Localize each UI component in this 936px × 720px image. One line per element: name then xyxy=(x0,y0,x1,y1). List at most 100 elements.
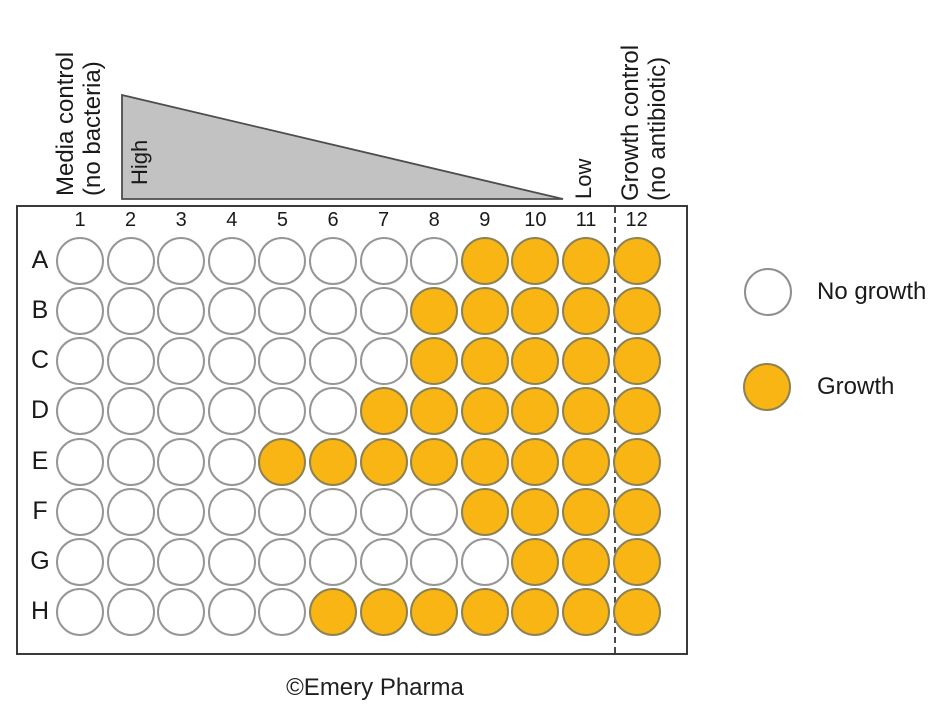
well-B4 xyxy=(207,287,256,336)
well-B10 xyxy=(511,287,560,336)
well-E5 xyxy=(258,437,307,486)
gradient-high-label: High xyxy=(127,139,152,185)
well-H7 xyxy=(359,588,408,637)
well-D6 xyxy=(309,387,357,436)
gradient-triangle-shape xyxy=(121,93,564,200)
well-C9 xyxy=(460,337,509,386)
well-E12 xyxy=(612,437,661,486)
well-H6 xyxy=(309,588,357,637)
well-E1 xyxy=(56,437,104,486)
well-D11 xyxy=(562,387,610,436)
column-label-5: 5 xyxy=(276,209,288,231)
media-control-line2: (no bacteria) xyxy=(78,61,106,196)
well-F10 xyxy=(511,487,560,536)
well-B1 xyxy=(56,287,104,336)
column-label-1: 1 xyxy=(74,209,86,231)
well-G12 xyxy=(612,537,661,586)
well-G7 xyxy=(359,537,408,586)
column-label-12: 12 xyxy=(625,209,648,231)
well-E7 xyxy=(359,437,408,486)
column-label-10: 10 xyxy=(524,209,547,231)
media-control-line1: Media control xyxy=(52,51,79,196)
well-A7 xyxy=(359,237,408,285)
well-G11 xyxy=(562,537,610,586)
well-G9 xyxy=(460,537,509,586)
well-G8 xyxy=(410,537,459,586)
well-H3 xyxy=(157,588,206,637)
well-F11 xyxy=(562,487,610,536)
column-label-2: 2 xyxy=(125,209,137,231)
well-B12 xyxy=(612,287,661,336)
well-G10 xyxy=(511,537,560,586)
concentration-gradient-triangle xyxy=(121,93,564,200)
well-G3 xyxy=(157,537,206,586)
column-label-9: 9 xyxy=(479,209,491,231)
well-B5 xyxy=(258,287,307,336)
well-H12 xyxy=(612,588,661,637)
well-H9 xyxy=(460,588,509,637)
well-A3 xyxy=(157,237,206,285)
row-label-F: F xyxy=(32,496,48,525)
well-B2 xyxy=(106,287,155,336)
well-C2 xyxy=(106,337,155,386)
well-F8 xyxy=(410,487,459,536)
well-C12 xyxy=(612,337,661,386)
no-growth-label: No growth xyxy=(817,278,927,305)
well-E6 xyxy=(309,437,357,486)
well-G2 xyxy=(106,537,155,586)
well-A8 xyxy=(410,237,459,285)
row-label-E: E xyxy=(31,446,49,475)
well-C6 xyxy=(309,337,357,386)
well-E10 xyxy=(511,437,560,486)
well-D10 xyxy=(511,387,560,436)
column-label-3: 3 xyxy=(175,209,187,231)
well-C8 xyxy=(410,337,459,386)
row-label-H: H xyxy=(30,597,50,626)
row-label-B: B xyxy=(31,296,49,325)
well-E4 xyxy=(207,437,256,486)
well-A9 xyxy=(460,237,509,285)
well-A6 xyxy=(309,237,357,285)
growth-control-line1: Growth control xyxy=(617,44,644,201)
copyright-caption: ©Emery Pharma xyxy=(286,674,464,701)
well-A12 xyxy=(612,237,661,285)
well-F6 xyxy=(309,487,357,536)
well-F3 xyxy=(157,487,206,536)
well-F7 xyxy=(359,487,408,536)
column-label-8: 8 xyxy=(428,209,440,231)
well-F2 xyxy=(106,487,155,536)
well-E8 xyxy=(410,437,459,486)
well-G5 xyxy=(258,537,307,586)
growth-control-line2: (no antibiotic) xyxy=(643,56,671,201)
well-A11 xyxy=(562,237,610,285)
well-G4 xyxy=(207,537,256,586)
well-C5 xyxy=(258,337,307,386)
row-label-G: G xyxy=(30,546,50,575)
well-B7 xyxy=(359,287,408,336)
well-G1 xyxy=(56,537,104,586)
well-C3 xyxy=(157,337,206,386)
well-E2 xyxy=(106,437,155,486)
well-D9 xyxy=(460,387,509,436)
well-H4 xyxy=(207,588,256,637)
well-D12 xyxy=(612,387,661,436)
well-E3 xyxy=(157,437,206,486)
well-F4 xyxy=(207,487,256,536)
well-C7 xyxy=(359,337,408,386)
row-label-C: C xyxy=(30,346,50,375)
well-C1 xyxy=(56,337,104,386)
growth-circle-icon xyxy=(743,363,791,411)
media-control-label: Media control (no bacteria) xyxy=(52,51,107,196)
well-F5 xyxy=(258,487,307,536)
well-B6 xyxy=(309,287,357,336)
growth-control-label: Growth control (no antibiotic) xyxy=(617,44,672,201)
well-B11 xyxy=(562,287,610,336)
well-C4 xyxy=(207,337,256,386)
well-A10 xyxy=(511,237,560,285)
well-H8 xyxy=(410,588,459,637)
row-label-A: A xyxy=(31,246,49,274)
well-D2 xyxy=(106,387,155,436)
well-D5 xyxy=(258,387,307,436)
